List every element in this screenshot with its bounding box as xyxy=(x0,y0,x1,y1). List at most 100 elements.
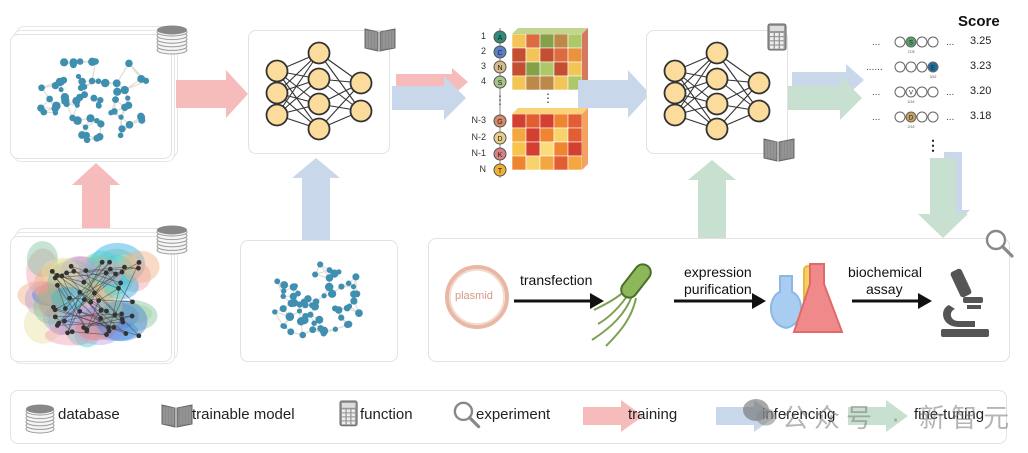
neuron xyxy=(307,41,331,65)
residue-letter: N xyxy=(497,65,502,72)
surface-patch xyxy=(71,300,127,346)
database-icon xyxy=(156,225,188,255)
graph-node xyxy=(280,293,286,300)
svg-text:......: ...... xyxy=(866,62,883,73)
residue-node xyxy=(905,61,917,73)
embedding-cell xyxy=(511,141,527,157)
protein-graph-network xyxy=(37,57,150,144)
graph-node xyxy=(285,312,295,321)
atom xyxy=(106,325,111,330)
atom xyxy=(104,308,109,314)
svg-text:...: ... xyxy=(872,87,880,98)
graph-node xyxy=(117,132,124,139)
bacterium-icon xyxy=(591,263,652,347)
graph-node xyxy=(78,77,86,86)
database-icon xyxy=(156,25,188,55)
expression-arrow xyxy=(674,293,766,309)
legend-training-arrow xyxy=(583,400,643,432)
graph-node xyxy=(345,280,352,287)
neuron xyxy=(265,59,289,83)
mutation-position: 2/16 xyxy=(908,100,915,104)
graph-node xyxy=(76,58,84,65)
graph-node xyxy=(353,290,361,298)
residue-node xyxy=(916,86,928,98)
surface-patch xyxy=(90,242,146,286)
embedding-cell xyxy=(539,75,555,91)
residue-letter: S xyxy=(498,80,503,87)
wechat-icon xyxy=(743,399,776,426)
sequence-position: 2 xyxy=(480,46,486,56)
atom xyxy=(65,330,70,336)
embedding-cell xyxy=(511,155,527,171)
embedding-cell xyxy=(539,127,555,143)
surface-patch xyxy=(96,259,123,285)
residue-node xyxy=(894,61,906,73)
graph-node xyxy=(287,328,295,336)
atom xyxy=(119,269,125,275)
neuron xyxy=(705,41,729,65)
graph-node xyxy=(312,298,320,305)
residue-node xyxy=(916,61,928,73)
graph-node xyxy=(331,305,339,312)
mutation-position: 3/32 xyxy=(930,75,937,79)
atom xyxy=(62,306,68,311)
trainable-model-icon xyxy=(763,138,795,162)
graph-node xyxy=(272,309,278,315)
embedding-cell xyxy=(553,47,569,63)
atom xyxy=(96,298,102,304)
embedding-cell xyxy=(539,47,555,63)
graph-node xyxy=(83,136,91,144)
residue-node xyxy=(493,60,507,74)
graph-node xyxy=(75,73,82,80)
atom xyxy=(123,331,129,336)
graph-node xyxy=(121,103,129,112)
residue-node xyxy=(916,111,928,123)
graph-node xyxy=(112,79,121,88)
atom xyxy=(54,273,60,278)
embedding-cell xyxy=(567,141,583,157)
neuron xyxy=(705,67,729,91)
graph-node xyxy=(86,114,95,123)
graph-node xyxy=(324,282,334,292)
graph-node xyxy=(352,273,360,281)
embedding-cell xyxy=(539,141,555,157)
embedding-cell xyxy=(553,127,569,143)
residue-node xyxy=(493,114,507,128)
embedding-cell xyxy=(511,33,527,49)
embedding-cell xyxy=(525,33,541,49)
fine-tuning-arrow-up xyxy=(688,160,736,242)
graph-node xyxy=(76,93,84,102)
graph-node xyxy=(317,325,324,332)
neuron xyxy=(307,117,331,141)
graph-node xyxy=(338,283,345,290)
plasmid-label: plasmid xyxy=(455,290,493,302)
graph-node xyxy=(292,283,298,289)
graph-node xyxy=(281,323,288,330)
neuron xyxy=(265,103,289,127)
graph-node xyxy=(307,311,314,318)
graph-database-panel xyxy=(10,34,172,159)
graph-node xyxy=(120,85,129,95)
graph-node xyxy=(88,77,96,85)
atom xyxy=(49,268,55,274)
atom xyxy=(113,271,119,277)
legend-trainable-model: trainable model xyxy=(192,406,295,423)
graph-node xyxy=(97,96,104,104)
sequence-position: N xyxy=(479,164,487,174)
embedding-cell xyxy=(525,75,541,91)
mutation-node xyxy=(927,61,939,73)
graph-node xyxy=(327,289,337,298)
ellipsis: ⋮ xyxy=(926,137,940,153)
score-list: ...S27/8.........E3/32...V2/16......D2/1… xyxy=(866,36,954,153)
embedding-cell xyxy=(511,47,527,63)
embedding-cell xyxy=(539,33,555,49)
inferencing-finetuning-arrows xyxy=(788,64,864,120)
neural-network xyxy=(663,41,771,141)
atom xyxy=(103,270,109,276)
experiment-icon xyxy=(985,229,1014,258)
assay-arrow xyxy=(852,293,932,309)
embedding-cell xyxy=(511,75,527,91)
atom xyxy=(118,280,124,286)
graph-node xyxy=(125,120,134,129)
